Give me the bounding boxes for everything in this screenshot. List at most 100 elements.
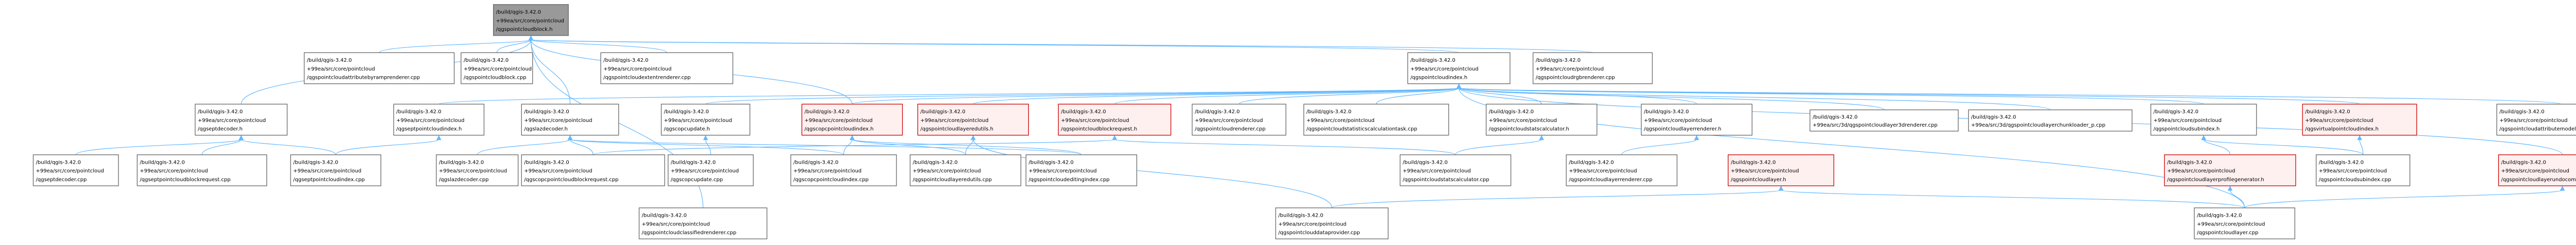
file-node-copcupdateh[interactable]: /build/qgis-3.42.0+99ea/src/core/pointcl… — [660, 103, 751, 136]
node-label-line: /qgslazdecoder.cpp — [439, 177, 489, 183]
file-node-pcbyramp[interactable]: /build/qgis-3.42.0+99ea/src/core/pointcl… — [303, 52, 455, 84]
file-node-eptblockreqcpp[interactable]: /build/qgis-3.42.0+99ea/src/core/pointcl… — [137, 154, 267, 186]
edge-arrowhead — [2560, 185, 2565, 191]
file-node-undocmdh[interactable]: /build/qgis-3.42.0+99ea/src/core/pointcl… — [2498, 154, 2576, 186]
edge-arrowhead — [1694, 135, 1699, 141]
file-node-pclayerh[interactable]: /build/qgis-3.42.0+99ea/src/core/pointcl… — [1727, 154, 1835, 186]
file-node-pcblockcpp[interactable]: /build/qgis-3.42.0+99ea/src/core/pointcl… — [461, 52, 533, 84]
node-box — [303, 52, 455, 84]
node-label-line: /build/qgis-3.42.0 — [1195, 109, 1240, 115]
file-node-statcalccpp[interactable]: /build/qgis-3.42.0+99ea/src/core/pointcl… — [1399, 154, 1512, 186]
file-node-chunkloader[interactable]: /build/qgis-3.42.0+99ea/src/3d/qgspointc… — [1968, 109, 2133, 132]
dependency-edge — [239, 135, 336, 155]
node-label-line: /build/qgis-3.42.0 — [396, 109, 441, 115]
node-label-line: +99ea/src/core/pointcloud — [2167, 168, 2235, 174]
node-label-line: +99ea/src/core/pointcloud — [496, 18, 564, 24]
dependency-edge — [567, 135, 1082, 155]
file-node-statcalctask[interactable]: /build/qgis-3.42.0+99ea/src/core/pointcl… — [1303, 103, 1449, 136]
edge-line — [569, 139, 844, 155]
edge-line — [965, 139, 974, 155]
edge-line — [569, 139, 594, 155]
dependency-edge — [1456, 83, 2561, 104]
file-node-pclayercpp[interactable]: /build/qgis-3.42.0+99ea/src/core/pointcl… — [2194, 207, 2295, 239]
file-node-lassplitcpp[interactable]: /build/qgis-3.42.0+99ea/src/core/pointcl… — [638, 207, 768, 239]
file-node-layeredutilscpp[interactable]: /build/qgis-3.42.0+99ea/src/core/pointcl… — [909, 154, 1022, 186]
file-node-statcalch[interactable]: /build/qgis-3.42.0+99ea/src/core/pointcl… — [1485, 103, 1598, 136]
node-box — [2150, 103, 2257, 136]
file-node-copcupdatecpp[interactable]: /build/qgis-3.42.0 +99ea/src/core/pointcl… — [668, 154, 754, 186]
file-node-copcblockreqcpp[interactable]: /build/qgis-3.42.0+99ea/src/core/pointcl… — [521, 154, 665, 186]
node-box — [638, 207, 768, 239]
file-node-pcrgb[interactable]: /build/qgis-3.42.0+99ea/src/core/pointcl… — [1532, 52, 1653, 84]
node-label-line: +99ea/src/core/pointcloud — [912, 168, 980, 174]
edge-line — [2229, 189, 2245, 208]
file-node-copcpcindexh[interactable]: /build/qgis-3.42.0+99ea/src/core/pointcl… — [801, 103, 903, 136]
node-box — [1485, 103, 1598, 136]
edge-line — [1459, 87, 2561, 104]
node-box — [521, 154, 665, 186]
node-label-line: +99ea/src/core/pointcloud — [920, 118, 988, 124]
node-label-line: +99ea/src/3d/qgspointcloudlayerchunkload… — [1971, 122, 2106, 128]
file-node-subindexcpp[interactable]: /build/qgis-3.42.0+99ea/src/core/pointcl… — [2315, 154, 2411, 186]
edge-arrowhead — [971, 135, 976, 141]
edge-line — [530, 40, 571, 104]
file-node-layerrendererh[interactable]: /build/qgis-3.42.0+99ea/src/core/pointcl… — [1640, 103, 1753, 136]
node-label-line: /qgspointcloudsubindex.cpp — [2319, 177, 2391, 183]
file-node-pcextent[interactable]: /build/qgis-3.42.0+99ea/src/core/pointcl… — [600, 52, 734, 84]
edge-line — [379, 39, 532, 53]
node-label-line: /build/qgis-3.42.0 — [2501, 160, 2546, 165]
file-node-profilegenh[interactable]: /build/qgis-3.42.0+99ea/src/core/pointcl… — [2164, 154, 2296, 186]
node-label-line: /qgspointcloudstatscalculator.h — [1489, 127, 1569, 132]
node-label-line: /build/qgis-3.42.0 — [2319, 160, 2364, 165]
file-node-editingindexcpp[interactable]: /build/qgis-3.42.0+99ea/src/core/pointcl… — [1025, 154, 1138, 186]
node-label-line: /build/qgis-3.42.0 — [1569, 160, 1614, 165]
file-node-layerrenderercpp[interactable]: /build/qgis-3.42.0+99ea/src/core/pointcl… — [1566, 154, 1677, 186]
file-node-eptpcindexcpp[interactable]: /build/qgis-3.42.0+99ea/src/core/pointcl… — [290, 154, 381, 186]
file-node-eptdecoderh[interactable]: /build/qgis-3.42.0+99ea/src/core/pointcl… — [195, 103, 288, 136]
file-node-copcpcindexcpp[interactable]: /build/qgis-3.42.0+99ea/src/core/pointcl… — [790, 154, 897, 186]
node-label-line: +99ea/src/core/pointcloud — [198, 118, 266, 124]
edge-line — [75, 139, 242, 155]
node-box — [1727, 154, 1835, 186]
file-node-lazdecodercpp[interactable]: /build/qgis-3.42.0+99ea/src/core/pointcl… — [436, 154, 519, 186]
graph-nodes: /build/qgis-3.42.0 +99ea/src/core/pointcl… — [32, 4, 2576, 239]
dependency-edge — [592, 135, 1117, 155]
node-label-line: /build/qgis-3.42.0 — [1028, 160, 1073, 165]
file-node-subindexh[interactable]: /build/qgis-3.42.0+99ea/src/core/pointcl… — [2150, 103, 2257, 136]
file-node-dataprovidercpp[interactable]: /build/qgis-3.42.0+99ea/src/core/pointcl… — [1275, 207, 1389, 239]
edge-arrowhead — [703, 135, 708, 141]
node-label-line: +99ea/src/core/pointcloud — [1410, 66, 1478, 72]
node-box — [1025, 154, 1138, 186]
file-node-pcrenderer[interactable]: /build/qgis-3.42.0+99ea/src/core/pointcl… — [1192, 103, 1286, 136]
dependency-edge — [703, 135, 711, 155]
edge-arrowhead — [528, 35, 534, 41]
edge-line — [852, 139, 1082, 155]
file-node-lazdecoderh[interactable]: /build/qgis-3.42.0+99ea/src/core/pointcl… — [521, 103, 619, 136]
dependency-edge — [1456, 83, 1697, 104]
edge-line — [1376, 87, 1460, 104]
node-box — [461, 52, 533, 84]
file-node-layer3d[interactable]: /build/qgis-3.42.0+99ea/src/3d/qgspointc… — [1809, 109, 1959, 132]
edge-line — [1239, 87, 1460, 104]
node-label-line: /qgspointcloudlayerrenderer.cpp — [1569, 177, 1652, 183]
edge-line — [1459, 87, 2204, 104]
edge-line — [335, 139, 439, 155]
node-label-line: /build/qgis-3.42.0 — [1489, 109, 1534, 115]
node-label-line: /qgseptdecoder.h — [198, 127, 243, 132]
file-node-root[interactable]: /build/qgis-3.42.0+99ea/src/core/pointcl… — [493, 4, 569, 36]
dependency-edge — [1621, 135, 1699, 155]
file-node-eptpcindexh[interactable]: /build/qgis-3.42.0+99ea/src/core/pointcl… — [393, 103, 485, 136]
node-label-line: +99ea/src/core/pointcloud — [1403, 168, 1471, 174]
file-node-eptdecodercpp[interactable]: /build/qgis-3.42.0+99ea/src/core/pointcl… — [32, 154, 119, 186]
file-node-vpcindexh[interactable]: /build/qgis-3.42.0+99ea/src/core/pointcl… — [2302, 103, 2417, 136]
node-box — [668, 154, 754, 186]
node-box — [1532, 52, 1653, 84]
node-label-line: +99ea/src/core/pointcloud — [671, 168, 739, 174]
node-label-line: +99ea/src/core/pointcloud — [642, 221, 710, 227]
file-node-layeredutilsh[interactable]: /build/qgis-3.42.0+99ea/src/core/pointcl… — [917, 103, 1029, 136]
file-node-blockrequesth[interactable]: /build/qgis-3.42.0+99ea/src/core/pointcl… — [1058, 103, 1172, 136]
node-label-line: /qgspointcloudlayeredutils.cpp — [912, 177, 992, 183]
file-node-pcindexh[interactable]: /build/qgis-3.42.0+99ea/src/core/pointcl… — [1407, 52, 1511, 84]
node-label-line: /build/qgis-3.42.0 — [671, 160, 716, 165]
file-node-attrmodel[interactable]: /build/qgis-3.42.0+99ea/src/core/pointcl… — [2496, 103, 2576, 136]
